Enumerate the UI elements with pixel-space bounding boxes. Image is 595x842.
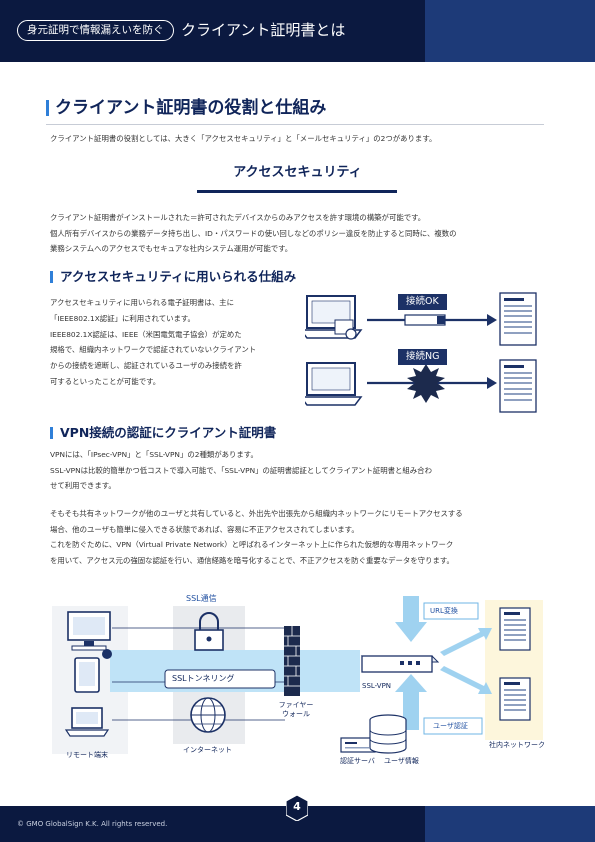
mechanism-paragraph: アクセスセキュリティに用いられる電子証明書は、主に 「IEEE802.1X認証」…: [50, 295, 256, 390]
access-title-underline: [197, 190, 397, 193]
internet-label: インターネット: [183, 746, 232, 754]
vpn-line: そもそも共有ネットワークが他のユーザと共有していると、外出先や出張先から組織内ネ…: [50, 509, 463, 518]
mechanism-title: アクセスセキュリティに用いられる仕組み: [50, 268, 296, 286]
auth-server-label: 認証サーバ: [340, 757, 375, 765]
url-conversion-label: URL変換: [430, 607, 458, 615]
access-diagram: [305, 292, 537, 413]
vpn-line: 場合、他のユーザも簡単に侵入できる状態であれば、容易に不正アクセスされてしまいま…: [50, 524, 359, 534]
mechanism-line: 可するといったことが可能です。: [50, 376, 161, 386]
globe-icon: [190, 697, 226, 733]
access-title: アクセスセキュリティ: [233, 165, 362, 180]
mechanism-line: アクセスセキュリティに用いられる電子証明書は、主に: [50, 298, 234, 307]
laptop-icon: [305, 295, 363, 339]
access-paragraph: クライアント証明書がインストールされた＝許可されたデバイスからのみアクセスを許す…: [50, 210, 457, 257]
ssl-tunnel-label: SSLトンネリング: [172, 674, 235, 683]
copyright: © GMO GlobalSign K.K. All rights reserve…: [17, 820, 168, 828]
section-title: クライアント証明書の役割と仕組み: [46, 97, 326, 119]
url-arrow: [395, 596, 479, 642]
vpn-diagram: [52, 596, 543, 754]
user-info-label: ユーザ情報: [384, 757, 419, 765]
firewall-label-line: ウォール: [282, 710, 310, 718]
sslvpn-label: SSL-VPN: [362, 682, 392, 690]
firewall-label-line: ファイヤー: [278, 701, 314, 709]
intranet-label: 社内ネットワーク: [489, 741, 545, 749]
page-number-badge: [286, 795, 308, 821]
vpn-server-arrows: [440, 628, 492, 694]
tablet-icon: [74, 649, 112, 693]
page-number: 4: [293, 800, 301, 813]
padlock-icon: [194, 612, 224, 651]
mechanism-line: 規格で、組織内ネットワークで認証されていないクライアント: [50, 345, 257, 355]
vpn-paragraph-1: VPNには、「IPsec-VPN」と「SSL-VPN」の2種類があります。 SS…: [50, 447, 432, 494]
header-title: クライアント証明書とは: [181, 21, 346, 39]
header-tag: 身元証明で情報漏えいを防ぐ: [17, 20, 174, 41]
mechanism-line: 「IEEE802.1X認証」に利用されています。: [50, 313, 195, 323]
user-auth-label: ユーザ認証: [433, 722, 468, 730]
arrow-ok: [367, 314, 497, 326]
user-auth-arrow: [395, 674, 483, 735]
header-accent: [425, 0, 595, 62]
page-footer: © GMO GlobalSign K.K. All rights reserve…: [0, 806, 595, 842]
ssl-tunnel-box: [164, 669, 276, 689]
server-icon: [499, 359, 537, 413]
vpn-title: VPN接続の認証にクライアント証明書: [50, 424, 276, 442]
server-icon: [499, 607, 531, 651]
vpn-line: せて利用できます。: [50, 481, 116, 491]
ssl-comm-label: SSL通信: [186, 594, 217, 603]
mechanism-line: からの接続を遮断し、認証されているユーザのみ接続を許: [50, 361, 242, 371]
server-icon: [499, 677, 531, 721]
firewall-label: ファイヤー ウォール: [276, 701, 316, 719]
laptop-icon: [64, 707, 110, 737]
desktop-icon: [67, 611, 111, 651]
vpn-line: を用いて、アクセス元の強固な認証を行い、通信経路を暗号化することで、不正アクセス…: [50, 555, 454, 565]
section-intro: クライアント証明書の役割としては、大きく「アクセスセキュリティ」と「メールセキュ…: [50, 134, 437, 143]
vpn-line: これを防ぐために、VPN（Virtual Private Network）と呼ば…: [50, 540, 454, 550]
access-line: 業務システムへのアクセスでもセキュアな社内システム運用が可能です。: [50, 244, 293, 254]
access-line: クライアント証明書がインストールされた＝許可されたデバイスからのみアクセスを許す…: [50, 213, 426, 222]
ssl-vpn-icon: [360, 655, 440, 673]
section-divider: [46, 124, 544, 125]
vpn-paragraph-2: そもそも共有ネットワークが他のユーザと共有していると、外出先や出張先から組織内ネ…: [50, 506, 463, 568]
connection-ng-label: 接続NG: [398, 349, 448, 365]
laptop-icon: [305, 362, 363, 406]
server-icon: [499, 292, 537, 346]
connection-ok-label: 接続OK: [398, 294, 447, 310]
mechanism-line: IEEE802.1X認証は、IEEE（米国電気電子協会）が定めた: [50, 329, 242, 339]
firewall-icon: [284, 626, 300, 696]
arrow-ng: [367, 364, 497, 403]
certificate-icon: [334, 319, 357, 340]
vpn-line: SSL-VPNは比較的簡単かつ低コストで導入可能で、「SSL-VPN」の証明書認…: [50, 465, 432, 475]
remote-label: リモート端末: [66, 751, 108, 759]
footer-accent: [425, 806, 595, 842]
vpn-line: VPNには、「IPsec-VPN」と「SSL-VPN」の2種類があります。: [50, 450, 258, 459]
page-header: 身元証明で情報漏えいを防ぐ クライアント証明書とは: [0, 0, 595, 62]
access-line: 個人所有デバイスからの業務データ持ち出し、ID・パスワードの使い回しなどのポリシ…: [50, 228, 457, 238]
auth-server-icon: [340, 737, 376, 753]
database-icon: [369, 714, 407, 754]
